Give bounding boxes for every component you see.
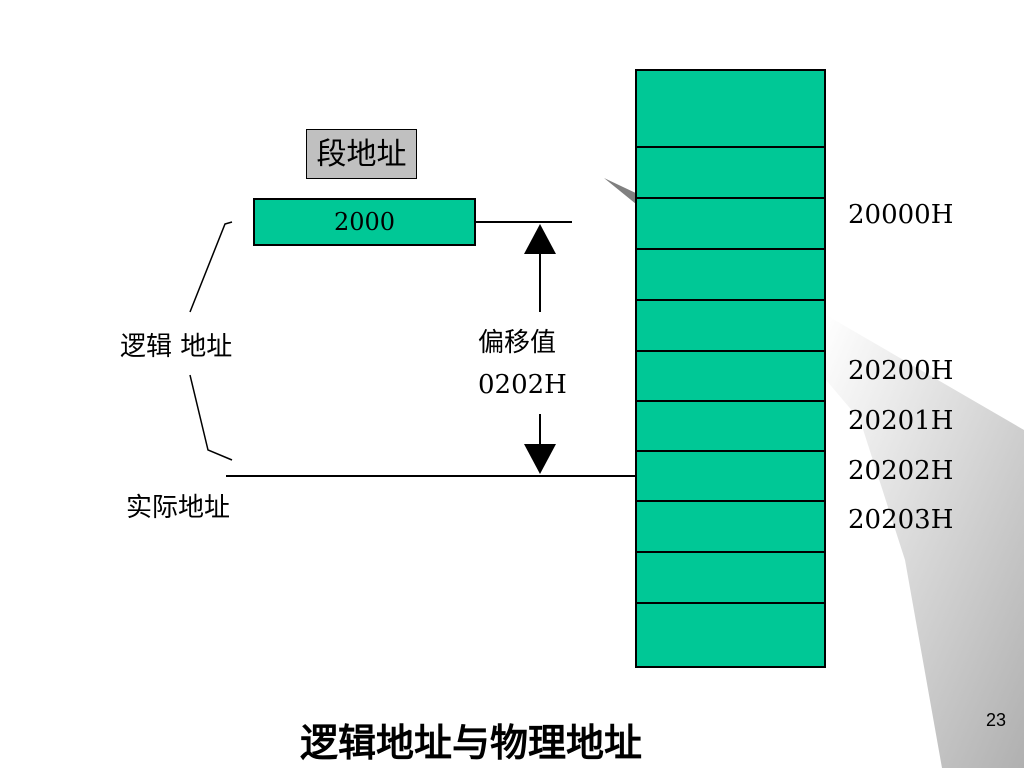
offset-arrow	[524, 224, 556, 474]
address-label: 20000H	[848, 200, 954, 230]
shadow-fan	[826, 315, 1024, 768]
logical-brace	[189, 221, 233, 461]
offset-label: 偏移值	[478, 328, 557, 358]
address-label: 20203H	[848, 505, 954, 535]
offset-value: 0202H	[478, 370, 567, 400]
segment-address-label: 段地址	[306, 129, 417, 179]
pointer-wedge	[604, 178, 640, 204]
physical-address-label: 实际地址	[126, 493, 231, 523]
segment-value-box: 2000	[253, 198, 476, 246]
page-number: 23	[986, 710, 1007, 730]
slide-title: 逻辑地址与物理地址	[300, 720, 643, 765]
address-label: 20201H	[848, 406, 954, 436]
logical-address-label: 逻辑 地址	[120, 332, 233, 362]
memory-column	[635, 69, 826, 668]
address-label: 20202H	[848, 456, 954, 486]
address-label: 20200H	[848, 356, 954, 386]
